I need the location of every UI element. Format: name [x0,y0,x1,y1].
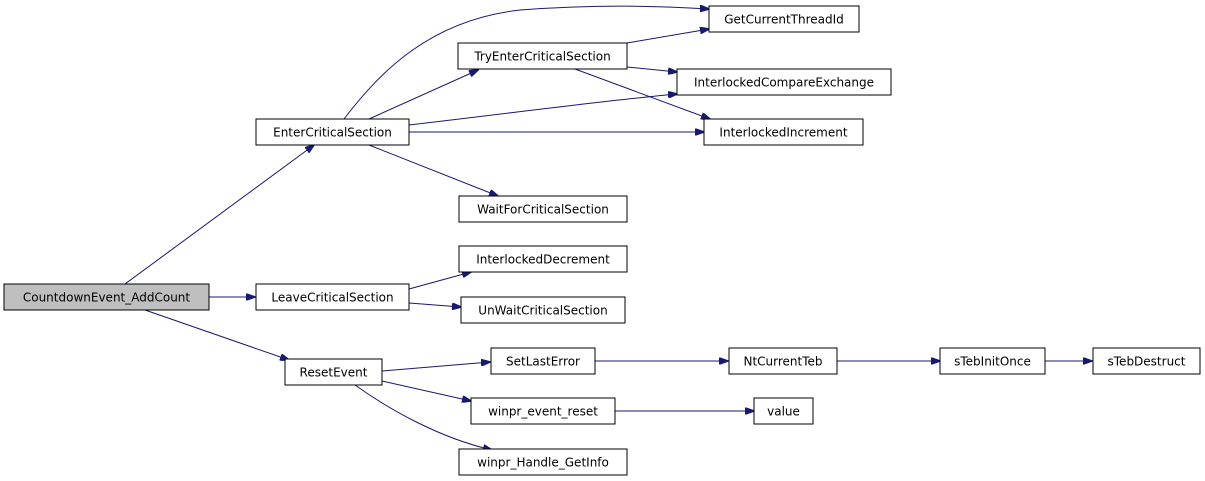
node-entercriticalsection[interactable]: EnterCriticalSection [255,118,410,146]
edge-enter-to-interlockedcompareexchange [408,94,677,126]
node-label: InterlockedIncrement [719,126,847,140]
node-label: WaitForCriticalSection [477,203,609,217]
node-label: NtCurrentTeb [743,355,822,369]
edge-enter-to-waitforcriticalsection [368,144,498,196]
node-label: sTebInitOnce [954,355,1031,369]
edge-countdown-to-reset [144,309,289,360]
edge-enter-to-getcurrentthreadid [343,6,709,120]
edge-reset-to-winprhandlegetinfo [354,384,492,450]
edges [124,6,1092,450]
node-ntcurrentteb[interactable]: NtCurrentTeb [728,347,838,375]
edge-reset-to-winpreventreset [381,380,471,401]
node-label: sTebDestruct [1108,355,1186,369]
node-value[interactable]: value [753,397,814,425]
node-getcurrentthreadid[interactable]: GetCurrentThreadId [708,5,860,33]
node-label: TryEnterCriticalSection [473,50,610,64]
node-interlockeddecrement[interactable]: InterlockedDecrement [458,245,628,273]
node-stebinitonce[interactable]: sTebInitOnce [939,347,1046,375]
edge-leave-to-interlockeddecrement [408,272,471,290]
node-label: winpr_Handle_GetInfo [477,456,609,470]
node-resetevent[interactable]: ResetEvent [284,358,383,386]
node-stebdestruct[interactable]: sTebDestruct [1092,347,1201,375]
node-label: value [767,405,800,419]
edge-leave-to-unwaitcriticalsection [408,302,461,307]
edge-tryenter-to-interlockedincrement [574,68,710,119]
node-label: SetLastError [506,355,580,369]
edge-reset-to-setlasterror [381,362,490,372]
node-setlasterror[interactable]: SetLastError [490,347,596,375]
edge-enter-to-tryenter [368,70,478,120]
node-winpr-event-reset[interactable]: winpr_event_reset [470,397,616,425]
edge-tryenter-to-interlockedcompareexchange [626,66,677,72]
node-label: EnterCriticalSection [273,126,392,140]
nodes: CountdownEvent_AddCount EnterCriticalSec… [3,5,1201,476]
node-winpr-handle-getinfo[interactable]: winpr_Handle_GetInfo [458,448,628,476]
edge-countdown-to-enter [124,145,314,285]
node-label: ResetEvent [300,366,368,380]
node-interlockedincrement[interactable]: InterlockedIncrement [703,118,864,146]
node-leavecriticalsection[interactable]: LeaveCriticalSection [255,283,410,311]
node-label: winpr_event_reset [488,405,598,419]
node-label: CountdownEvent_AddCount [23,291,191,305]
node-waitforcriticalsection[interactable]: WaitForCriticalSection [458,195,628,223]
node-label: InterlockedCompareExchange [694,76,874,90]
node-label: GetCurrentThreadId [724,13,844,27]
edge-tryenter-to-getcurrentthreadid [626,29,709,44]
node-tryentercriticalsection[interactable]: TryEnterCriticalSection [457,42,628,70]
node-label: UnWaitCriticalSection [478,304,607,318]
node-label: InterlockedDecrement [476,253,610,267]
node-label: LeaveCriticalSection [271,291,393,305]
node-interlockedcompareexchange[interactable]: InterlockedCompareExchange [676,68,892,96]
node-unwaitcriticalsection[interactable]: UnWaitCriticalSection [460,296,626,324]
node-countdownevent-addcount[interactable]: CountdownEvent_AddCount [3,283,210,311]
